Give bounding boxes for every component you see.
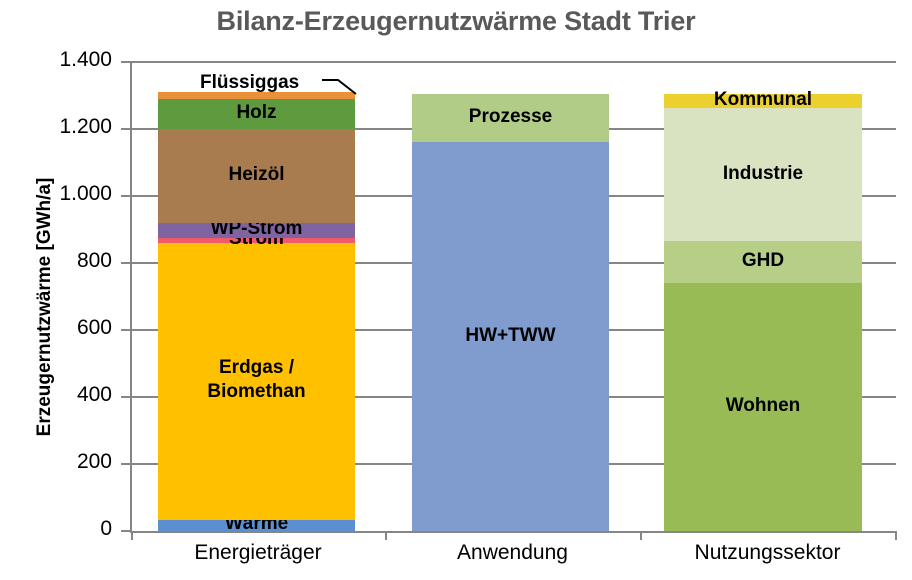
bar-segment[interactable] <box>158 91 355 99</box>
y-axis-tick <box>121 530 131 532</box>
bar-segment[interactable] <box>664 241 862 284</box>
x-axis-separator <box>640 531 642 540</box>
x-axis-category-label: Nutzungssektor <box>694 541 841 564</box>
x-axis-separator <box>385 531 387 540</box>
y-axis-tick <box>121 396 131 398</box>
callout-label-fluessiggas: Flüssiggas <box>200 72 300 93</box>
y-axis-tick-label: 0 <box>100 517 112 540</box>
y-axis-tick <box>121 195 131 197</box>
y-axis-tick <box>121 463 131 465</box>
x-axis-category-label: Anwendung <box>457 541 568 564</box>
y-axis-tick-label: 600 <box>76 316 112 339</box>
bar-segment[interactable] <box>412 94 609 143</box>
bar-segment[interactable] <box>664 283 862 531</box>
y-axis-tick-label: 1.000 <box>59 182 112 205</box>
bar-segment[interactable] <box>158 129 355 223</box>
y-axis-tick <box>121 61 131 63</box>
bar-segment[interactable] <box>158 519 355 531</box>
bar-segment[interactable] <box>158 242 355 520</box>
chart-title: Bilanz-Erzeugernutzwärme Stadt Trier <box>216 6 696 36</box>
y-axis-tick <box>121 128 131 130</box>
y-axis-tick-label: 1.200 <box>59 115 112 138</box>
y-axis-tick-label: 400 <box>76 383 112 406</box>
y-axis-line <box>130 62 132 532</box>
bar-segment[interactable] <box>158 222 355 238</box>
x-axis-separator <box>895 531 897 540</box>
y-axis-tick-label: 800 <box>76 249 112 272</box>
x-axis-category-label: Energieträger <box>194 541 322 564</box>
x-axis-separator <box>131 531 133 540</box>
bar-segment[interactable] <box>158 98 355 129</box>
bar-segment[interactable] <box>412 142 609 531</box>
gridline <box>131 61 896 63</box>
y-axis-tick <box>121 262 131 264</box>
y-axis-tick-label: 200 <box>76 450 112 473</box>
y-axis-tick-label: 1.400 <box>59 48 112 71</box>
bar-segment[interactable] <box>664 108 862 242</box>
y-axis-tick <box>121 329 131 331</box>
bar-segment[interactable] <box>664 94 862 109</box>
x-axis-line <box>130 531 896 533</box>
bar-segment[interactable] <box>158 237 355 243</box>
